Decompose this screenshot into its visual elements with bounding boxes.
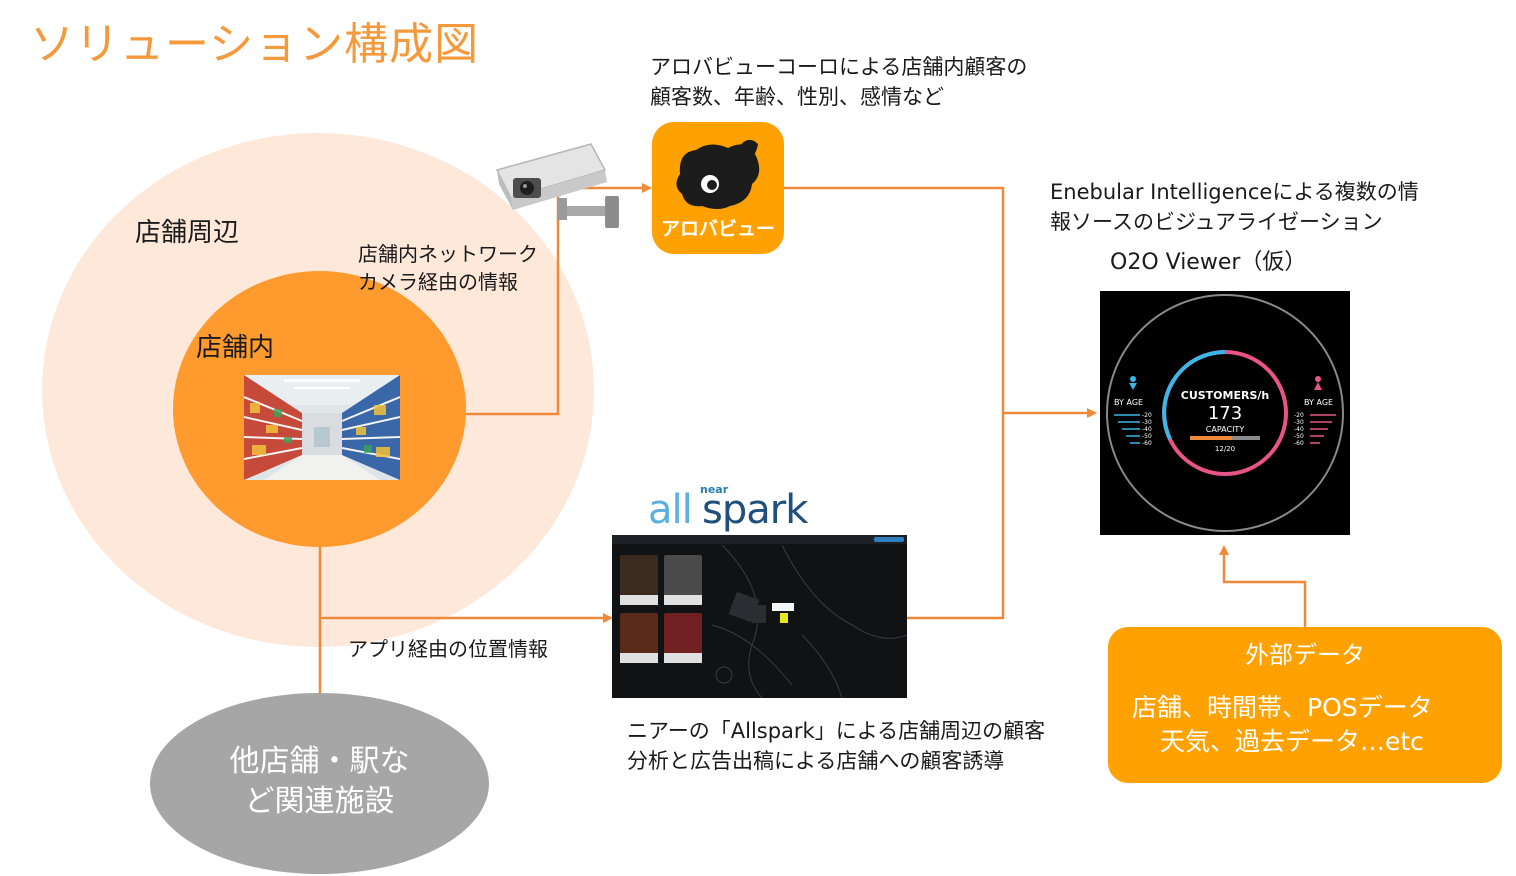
related-facilities-line1: 他店舗・駅な bbox=[229, 744, 410, 779]
related-facilities-label: 他店舗・駅な ど関連施設 bbox=[150, 742, 489, 822]
allspark-logo-superscript: near bbox=[700, 483, 729, 496]
arobaview-app-name: アロバビュー bbox=[660, 218, 775, 240]
security-camera-icon bbox=[495, 140, 635, 240]
dashboard-capacity-value: 12/20 bbox=[1215, 445, 1235, 453]
allspark-desc-line2: 分析と広告出稿による店舗への顧客誘導 bbox=[627, 749, 1005, 773]
left-age-tick-label: -20 bbox=[1142, 412, 1152, 419]
arobaview-to-viewer-connector bbox=[784, 186, 1005, 413]
camera-connector bbox=[466, 183, 652, 416]
male-icon bbox=[1129, 376, 1137, 390]
related-facilities-zone bbox=[150, 693, 489, 874]
page-title: ソリューション構成図 bbox=[30, 19, 480, 70]
camera-info-line1: 店舗内ネットワーク bbox=[358, 242, 538, 266]
external-data-box: 外部データ 店舗、時間帯、POSデータ 天気、過去データ…etc bbox=[1108, 627, 1502, 783]
left-age-tick-label: -50 bbox=[1142, 433, 1152, 440]
arobaview-description: アロバビューコーロによる店舗内顧客の 顧客数、年齢、性別、感情など bbox=[650, 52, 1027, 112]
viewer-title: O2O Viewer（仮） bbox=[1110, 250, 1307, 275]
enebular-description: Enebular Intelligenceによる複数の情 報ソースのビジュアライ… bbox=[1050, 177, 1419, 237]
enebular-desc-line1: Enebular Intelligenceによる複数の情 bbox=[1050, 180, 1419, 204]
right-age-tick-label: -30 bbox=[1294, 419, 1304, 426]
arobaview-desc-line2: 顧客数、年齢、性別、感情など bbox=[650, 85, 944, 109]
right-age-tick-label: -40 bbox=[1294, 426, 1304, 433]
dashboard-capacity-label: CAPACITY bbox=[1206, 425, 1245, 434]
right-age-tick-label: -20 bbox=[1294, 412, 1304, 419]
app-location-label: アプリ経由の位置情報 bbox=[348, 637, 548, 661]
female-icon bbox=[1314, 376, 1322, 390]
related-facilities-line2: ど関連施設 bbox=[244, 784, 395, 819]
allspark-logo: near all spark bbox=[648, 483, 828, 535]
allspark-logo-prefix: all bbox=[648, 487, 693, 533]
allspark-logo-suffix: spark bbox=[702, 487, 808, 533]
allspark-to-viewer-connector bbox=[907, 413, 1005, 620]
camera-info-line2: カメラ経由の情報 bbox=[358, 270, 518, 294]
arobaview-app-icon: アロバビュー bbox=[652, 122, 784, 254]
o2o-viewer-dashboard: CUSTOMERS/h 173 CAPACITY 12/20 BY AGE -2… bbox=[1100, 291, 1350, 535]
arobaview-desc-line1: アロバビューコーロによる店舗内顧客の bbox=[650, 55, 1028, 79]
external-data-line1: 店舗、時間帯、POSデータ bbox=[1132, 693, 1433, 722]
left-age-tick-label: -40 bbox=[1142, 426, 1152, 433]
store-aisle-image bbox=[244, 375, 400, 480]
left-age-tick-label: -60 bbox=[1142, 440, 1152, 447]
camera-info-label: 店舗内ネットワーク カメラ経由の情報 bbox=[358, 240, 538, 296]
allspark-description: ニアーの「Allspark」による店舗周辺の顧客 分析と広告出稿による店舗への顧… bbox=[627, 716, 1045, 776]
right-age-tick-label: -60 bbox=[1294, 440, 1304, 447]
left-age-tick-label: -30 bbox=[1142, 419, 1152, 426]
external-data-line2: 天気、過去データ…etc bbox=[1160, 727, 1424, 756]
dashboard-title: CUSTOMERS/h bbox=[1181, 389, 1269, 402]
external-to-viewer-connector bbox=[1219, 545, 1307, 627]
external-data-title: 外部データ bbox=[1245, 641, 1365, 669]
outer-zone-label: 店舗周辺 bbox=[135, 218, 240, 248]
right-age-tick-label: -50 bbox=[1294, 433, 1304, 440]
right-age-label: BY AGE bbox=[1304, 398, 1333, 407]
dog-face-icon bbox=[676, 139, 760, 209]
allspark-desc-line1: ニアーの「Allspark」による店舗周辺の顧客 bbox=[627, 719, 1046, 743]
enebular-desc-line2: 報ソースのビジュアライゼーション bbox=[1050, 210, 1383, 234]
left-age-label: BY AGE bbox=[1114, 398, 1143, 407]
allspark-app-screenshot bbox=[612, 535, 907, 698]
capacity-bar-fill bbox=[1190, 436, 1232, 440]
dashboard-value: 173 bbox=[1208, 403, 1242, 424]
inner-zone-label: 店舗内 bbox=[196, 333, 275, 363]
